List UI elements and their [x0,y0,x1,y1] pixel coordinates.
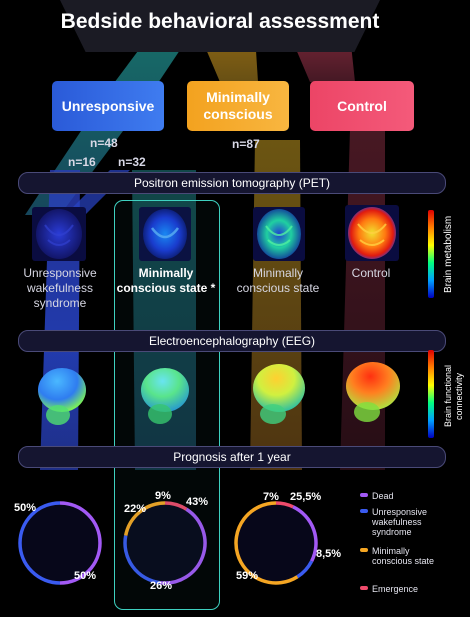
outcome-donut-1-slice-1 [159,507,207,585]
eeg-cloud-mcs-star [141,368,189,424]
legend-swatch-uws [360,509,368,513]
outcome-donut-0-slice-0 [59,501,102,585]
eeg-cloud-mcs [253,364,305,424]
label-uws: Unresponsive wakefulness syndrome [23,266,97,310]
outcome-donut-2-slice-3 [234,501,299,585]
pet-colorbar [428,210,434,298]
label-mcs-star: Minimally conscious state * [116,266,216,295]
pct-uws-dead: 50% [14,502,37,514]
pet-colorbar-label: Brain metabolism [443,215,454,293]
outcome-donut-0-base [20,503,100,583]
count-unresponsive-uws: n=16 [68,155,96,169]
outcome-donut-2-slice-1 [292,505,318,562]
section-pet: Positron emission tomography (PET) [18,172,446,194]
legend-item-mcs: Minimally conscious state [360,546,452,566]
outcome-donut-0-slice-1 [18,501,61,585]
outcome-donut-2-slice-2 [296,560,314,579]
highlight-mcs-star-column [114,200,220,610]
pct-mcs-star-mcs: 22% [124,503,147,515]
pet-brain-mcs-star [139,207,191,261]
section-eeg: Electroencephalography (EEG) [18,330,446,352]
pct-mcs-dead: 25,5% [290,491,322,503]
eeg-colorbar-label: Brain functional connectivity [443,364,464,428]
legend-label-uws: Unresponsive wakefulness syndrome [372,507,428,537]
outcome-donut-1-slice-0 [164,501,188,511]
count-minimally-conscious: n=87 [232,137,260,151]
pct-mcs-mcs: 59% [236,570,259,582]
category-minimally-conscious: Minimally conscious [187,81,289,131]
legend-item-dead: Dead [360,491,452,501]
legend-item-emergence: Emergence [360,584,452,594]
legend-swatch-dead [360,493,368,497]
pct-mcs-uws: 8,5% [316,548,342,560]
category-unresponsive: Unresponsive [52,81,164,131]
label-mcs: Minimally conscious state [236,266,320,295]
eeg-cloud-unresponsive [38,368,86,425]
count-unresponsive-mcs: n=32 [118,155,146,169]
legend-label-emergence: Emergence [372,584,419,594]
legend-swatch-mcs [360,548,368,552]
legend-item-uws: Unresponsive wakefulness syndrome [360,507,452,537]
outcome-donut-2-base [236,503,316,583]
pet-brain-unresponsive [32,207,86,261]
outcome-donut-2-slice-0 [275,501,294,509]
eeg-cloud-control [346,362,400,422]
legend-swatch-emergence [360,586,368,590]
section-prognosis: Prognosis after 1 year [18,446,446,468]
pct-mcs-star-emergence: 9% [155,490,171,502]
category-minimally-conscious-label: Minimally conscious [203,89,273,122]
page-title: Bedside behavioral assessment [60,10,380,33]
pct-mcs-star-dead: 43% [186,496,209,508]
pet-brain-control [345,205,399,261]
pct-mcs-emergence: 7% [263,491,279,503]
pct-uws-uws: 50% [74,570,97,582]
category-control: Control [310,81,414,131]
title-banner [60,0,380,52]
outcome-donut-1-base [125,503,205,583]
pct-mcs-star-uws: 26% [150,580,173,592]
legend-label-mcs: Minimally conscious state [372,546,435,566]
outcome-donut-1-slice-3 [123,501,166,536]
eeg-colorbar [428,350,434,438]
legend-label-dead: Dead [372,491,394,501]
outcome-donut-1-slice-2 [123,535,161,585]
label-control: Control [351,266,391,280]
count-unresponsive-total: n=48 [90,136,118,150]
pet-brain-mcs [253,207,305,261]
